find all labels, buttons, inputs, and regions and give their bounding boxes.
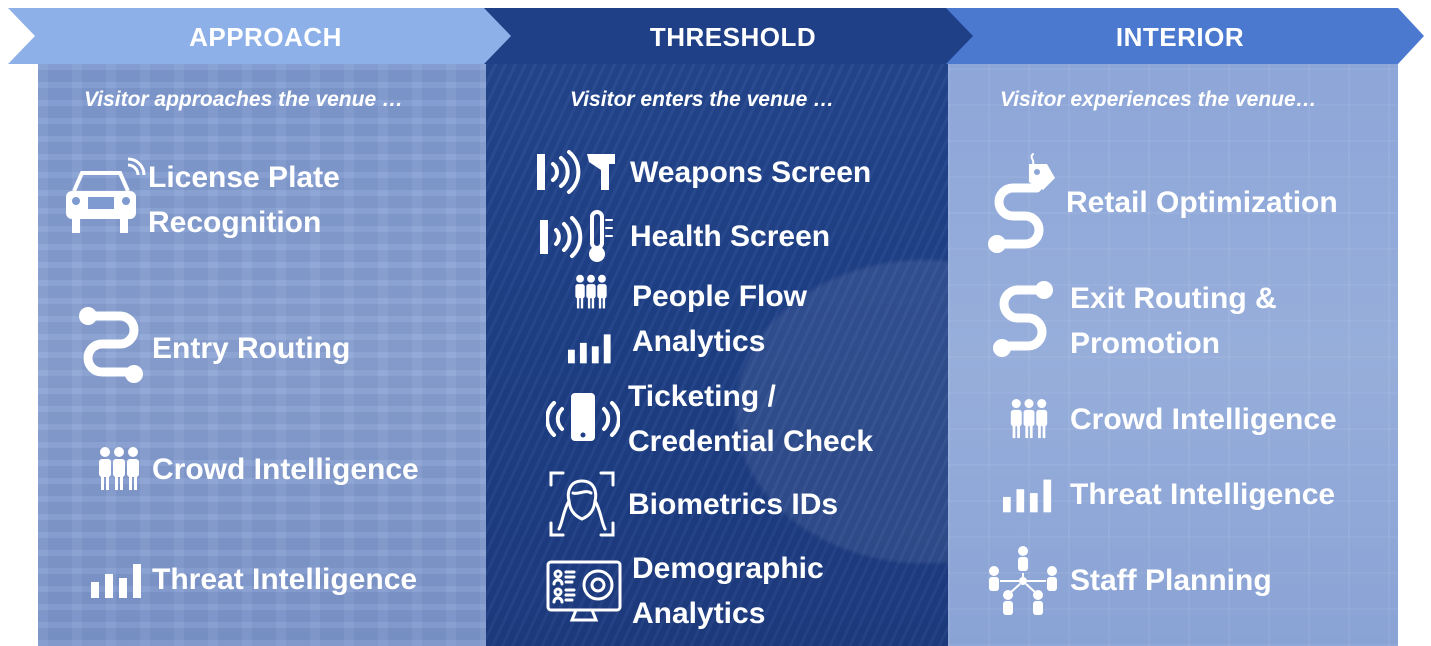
approach-item-crowd-intelligence: Crowd Intelligence <box>86 445 419 493</box>
retail-optimization-label: Retail Optimization <box>1066 185 1338 219</box>
biometrics-label: Biometrics IDs <box>628 487 839 521</box>
exit-route-icon <box>976 278 1070 364</box>
threat-intelligence-label: Threat Intelligence <box>152 563 418 596</box>
threshold-header: THRESHOLD <box>484 8 976 64</box>
analytics-bars-icon <box>84 558 152 602</box>
threshold-item-people-flow: People Flow Analytics <box>550 274 807 364</box>
face-scan-icon <box>536 470 628 538</box>
retail-route-icon <box>976 150 1066 254</box>
threshold-item-health-screen: Health Screen <box>528 208 830 264</box>
approach-item-license-plate: License Plate Recognition <box>62 155 340 245</box>
threshold-chevron <box>484 8 976 64</box>
interior-subtitle: Visitor experiences the venue… <box>1000 88 1317 111</box>
approach-title: APPROACH <box>189 22 342 52</box>
threat-intelligence-label: Threat Intelligence <box>1070 478 1336 511</box>
threshold-title: THRESHOLD <box>649 22 817 52</box>
weapon-scan-icon <box>530 148 630 196</box>
approach-item-entry-routing: Entry Routing <box>70 306 350 390</box>
staff-network-icon <box>976 542 1070 618</box>
interior-item-staff-planning: Staff Planning <box>976 542 1272 618</box>
approach-subtitle: Visitor approaches the venue … <box>84 88 403 111</box>
approach-chevron <box>8 8 513 64</box>
interior-item-threat-intelligence: Threat Intelligence <box>988 472 1335 517</box>
exit-routing-label: Exit Routing & Promotion <box>1070 282 1277 360</box>
routing-icon <box>70 306 152 390</box>
crowd-icon <box>86 445 152 493</box>
crowd-icon <box>988 395 1070 443</box>
approach-item-threat-intelligence: Threat Intelligence <box>84 557 417 602</box>
interior-chevron <box>946 8 1424 64</box>
approach-panel <box>38 60 486 646</box>
staff-planning-label: Staff Planning <box>1070 563 1272 597</box>
phone-ticket-icon <box>538 384 628 454</box>
ticketing-label: Ticketing / Credential Check <box>628 380 874 458</box>
demographic-monitor-icon <box>536 546 632 636</box>
threshold-item-weapons-screen: Weapons Screen <box>530 148 871 196</box>
people-flow-label: People Flow Analytics <box>632 280 808 358</box>
people-flow-icon <box>550 274 632 364</box>
interior-header: INTERIOR <box>946 8 1424 64</box>
crowd-intelligence-label: Crowd Intelligence <box>1070 402 1337 436</box>
interior-item-retail-optimization: Retail Optimization <box>976 150 1338 254</box>
threshold-item-biometrics: Biometrics IDs <box>536 470 838 538</box>
interior-item-exit-routing: Exit Routing & Promotion <box>976 276 1277 366</box>
interior-title: INTERIOR <box>1115 22 1245 52</box>
demographic-label: Demographic Analytics <box>632 552 824 630</box>
thermometer-scan-icon <box>528 208 630 264</box>
threshold-item-ticketing: Ticketing / Credential Check <box>538 374 873 464</box>
approach-header: APPROACH <box>8 8 513 64</box>
license-plate-label: License Plate Recognition <box>148 161 340 239</box>
interior-item-crowd-intelligence: Crowd Intelligence <box>988 395 1337 443</box>
analytics-bars-icon <box>988 473 1070 517</box>
weapons-screen-label: Weapons Screen <box>630 155 872 189</box>
license-plate-icon <box>62 157 148 243</box>
threshold-item-demographic: Demographic Analytics <box>536 546 824 636</box>
health-screen-label: Health Screen <box>630 219 831 253</box>
entry-routing-label: Entry Routing <box>152 331 351 365</box>
threshold-subtitle: Visitor enters the venue … <box>570 88 835 111</box>
crowd-intelligence-label: Crowd Intelligence <box>152 452 419 486</box>
